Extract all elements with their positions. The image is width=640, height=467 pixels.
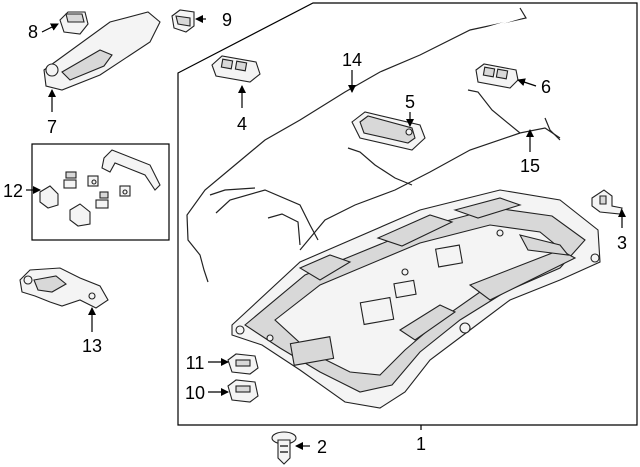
clip-9 — [171, 9, 195, 33]
push-clip-2 — [271, 431, 297, 465]
callout-12: 12 — [3, 181, 23, 201]
callout-10: 10 — [185, 383, 205, 403]
wire-harness-15 — [299, 89, 561, 251]
leader-lines — [26, 15, 626, 450]
headliner-panel — [231, 189, 601, 409]
callout-13: 13 — [82, 336, 102, 356]
callout-4: 4 — [237, 114, 247, 134]
visor-holder-8 — [59, 11, 89, 35]
lamp-11 — [227, 353, 259, 375]
callout-11: 11 — [186, 353, 205, 373]
callout-2: 2 — [317, 437, 327, 457]
callout-5: 5 — [405, 92, 415, 112]
callout-7: 7 — [47, 117, 57, 137]
callout-6: 6 — [541, 77, 551, 97]
switch-6 — [475, 63, 519, 89]
bracket-13 — [19, 267, 109, 309]
switch-4 — [211, 55, 261, 83]
headliner-assembly-frame — [177, 2, 638, 426]
grab-handle-12 — [39, 149, 161, 227]
sun-visor-7 — [43, 11, 161, 91]
callout-1: 1 — [416, 434, 426, 454]
lamp-10 — [227, 379, 259, 403]
wire-harness-14 — [186, 7, 527, 283]
part-12-group-box — [31, 143, 170, 241]
callout-9: 9 — [222, 10, 232, 30]
callout-3: 3 — [617, 233, 627, 253]
clip-3 — [591, 189, 623, 215]
callout-8: 8 — [28, 22, 38, 42]
callout-15: 15 — [520, 156, 540, 176]
callout-14: 14 — [342, 50, 362, 70]
dome-lamp-5 — [351, 111, 426, 151]
